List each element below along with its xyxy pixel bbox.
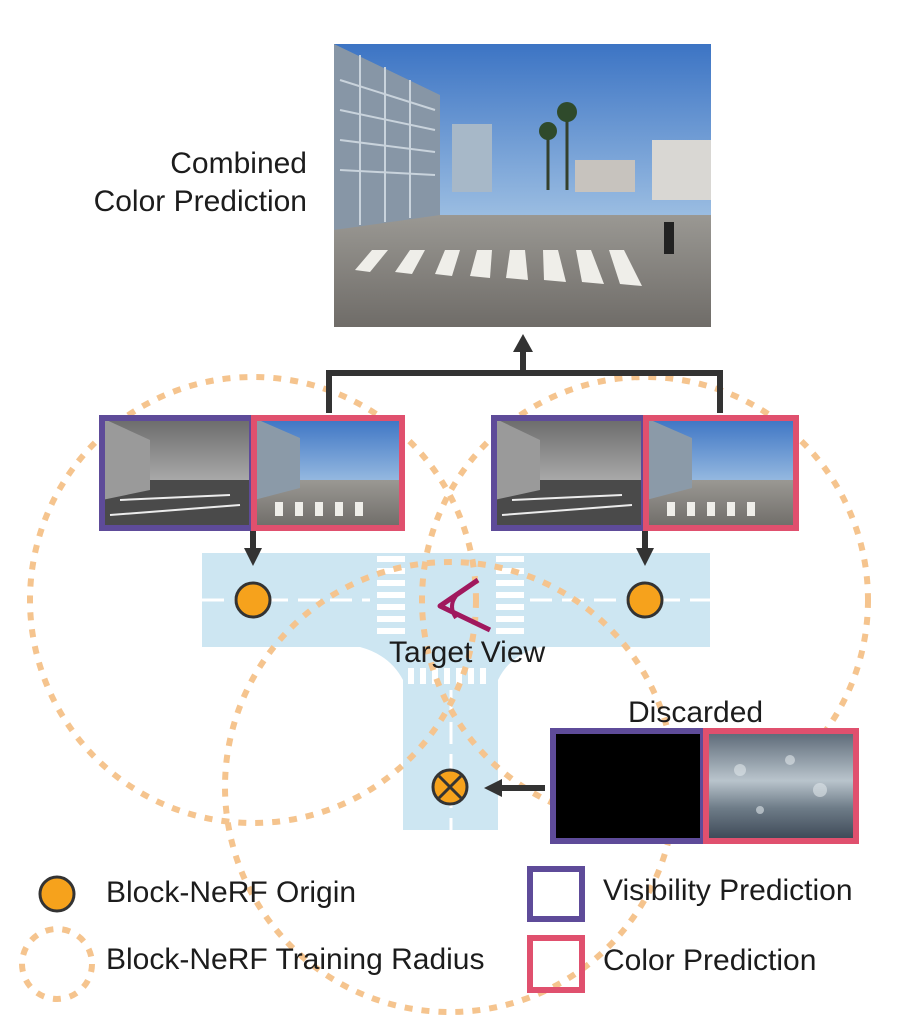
training-radius-left — [27, 374, 479, 826]
legend-origin-label: Block-NeRF Origin — [106, 876, 357, 909]
right-visibility-prediction — [491, 415, 647, 531]
target-view-label: Target View — [389, 636, 546, 669]
combine-arrow-lines — [250, 350, 723, 791]
legend-visibility-icon — [527, 866, 585, 922]
discarded-color-prediction — [703, 728, 859, 844]
street-map — [202, 553, 710, 830]
combined-label-line1: Combined — [170, 147, 307, 180]
block-origin-discarded — [431, 768, 469, 806]
training-radius-right — [419, 374, 871, 826]
left-color-prediction — [251, 415, 405, 531]
legend-color-label: Color Prediction — [603, 944, 817, 977]
block-origin-left — [234, 581, 272, 619]
combined-color-prediction-image — [334, 44, 711, 327]
combined-label-line2: Color Prediction — [93, 185, 307, 218]
legend-color-icon — [527, 935, 585, 993]
block-origin-right — [626, 581, 664, 619]
legend-visibility-label: Visibility Prediction — [603, 874, 853, 907]
legend-origin-icon — [38, 875, 76, 913]
left-visibility-prediction — [99, 415, 255, 531]
discarded-visibility-prediction — [550, 728, 706, 844]
legend-radius-icon — [19, 926, 95, 1002]
legend-radius-label: Block-NeRF Training Radius — [106, 943, 485, 976]
right-color-prediction — [643, 415, 799, 531]
discarded-label: Discarded — [628, 696, 764, 729]
arrow-heads — [244, 334, 654, 797]
target-view-icon — [437, 577, 492, 633]
target-view-arc — [450, 594, 458, 620]
